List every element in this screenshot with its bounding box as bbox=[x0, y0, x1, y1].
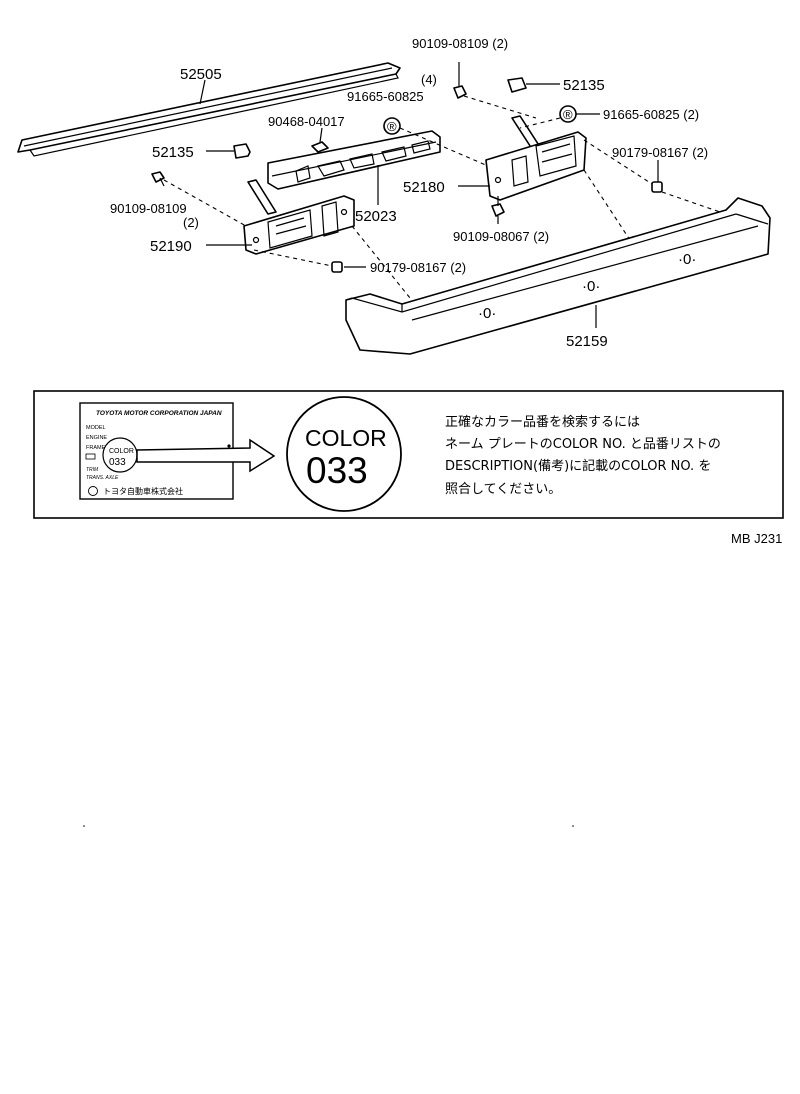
bumper-hole-right: ·0· bbox=[678, 251, 696, 268]
color-circle bbox=[286, 396, 402, 512]
clip-91665-right: ® bbox=[559, 105, 577, 123]
reinforcement-52023 bbox=[267, 130, 441, 190]
label-90179-08167-left: 90179-08167 (2) bbox=[370, 260, 466, 275]
circle-color-value: 033 bbox=[306, 450, 368, 491]
plate-header: TOYOTA MOTOR CORPORATION JAPAN bbox=[96, 410, 222, 417]
note-line-2: ネーム プレートのCOLOR NO. と品番リストの bbox=[445, 437, 721, 452]
label-52159: 52159 bbox=[566, 333, 608, 350]
bumper-52159: ·0· ·0· ·0· bbox=[345, 197, 771, 355]
plate-field-engine: ENGINE bbox=[86, 435, 107, 441]
nut-90179-right bbox=[651, 181, 663, 193]
nut-90179-left bbox=[331, 261, 343, 273]
circle-color-word: COLOR bbox=[305, 425, 387, 451]
page-code: MB J231 bbox=[731, 531, 782, 546]
label-52180: 52180 bbox=[403, 179, 445, 196]
color-reference-box: TOYOTA MOTOR CORPORATION JAPAN MODEL ENG… bbox=[33, 390, 784, 519]
note-line-1: 正確なカラー品番を検索するには bbox=[445, 414, 640, 430]
clip-91665-left-mark: ® bbox=[387, 119, 397, 134]
clip-91665-left: ® bbox=[383, 117, 401, 135]
label-90179-08167-right: 90179-08167 (2) bbox=[612, 145, 708, 160]
plate-field-trans: TRANS. AXLE bbox=[86, 475, 119, 481]
arrow-icon bbox=[136, 438, 276, 473]
bracket-52180 bbox=[485, 115, 587, 201]
label-90109-left-qty: (2) bbox=[183, 215, 199, 230]
cap-52135-right bbox=[507, 77, 527, 93]
bumper-hole-left: ·0· bbox=[478, 305, 496, 322]
plate-field-trim: TRIM bbox=[86, 467, 99, 473]
label-52023: 52023 bbox=[355, 208, 397, 225]
clip-91665-right-mark: ® bbox=[563, 107, 573, 122]
bolt-90109-left bbox=[151, 171, 165, 187]
bumper-hole-center: ·0· bbox=[582, 278, 600, 295]
label-52505: 52505 bbox=[180, 66, 222, 83]
label-91665-60825-left: 91665-60825 bbox=[347, 89, 424, 104]
plate-footer: トヨタ自動車株式会社 bbox=[103, 486, 183, 496]
label-91665-60825-right: 91665-60825 (2) bbox=[603, 107, 699, 122]
molding-strip-52505 bbox=[17, 62, 401, 157]
clip-90468 bbox=[311, 141, 329, 153]
plate-color-value: 033 bbox=[109, 457, 126, 468]
label-90109-08109-top: 90109-08109 (2) bbox=[412, 36, 508, 51]
label-91665-left-qty: (4) bbox=[421, 72, 437, 87]
bolt-90109-top bbox=[453, 62, 467, 99]
label-90468-04017: 90468-04017 bbox=[268, 114, 345, 129]
note-line-4: 照合してください。 bbox=[445, 482, 561, 497]
label-90109-08067-bottom: 90109-08067 (2) bbox=[453, 229, 549, 244]
label-90109-08109-left: 90109-08109 bbox=[110, 201, 187, 216]
label-52190: 52190 bbox=[150, 238, 192, 255]
label-52135-left: 52135 bbox=[152, 144, 194, 161]
plate-field-model: MODEL bbox=[86, 425, 106, 431]
label-52135-right: 52135 bbox=[563, 77, 605, 94]
cap-52135-left bbox=[233, 143, 251, 159]
bracket-52190 bbox=[243, 179, 355, 255]
bolt-90109-bottom bbox=[491, 196, 505, 224]
plate-field-frame: FRAME No. bbox=[86, 445, 116, 451]
plate-color-word: COLOR bbox=[109, 448, 134, 455]
note-line-3: DESCRIPTION(備考)に記載のCOLOR NO. を bbox=[445, 458, 711, 474]
